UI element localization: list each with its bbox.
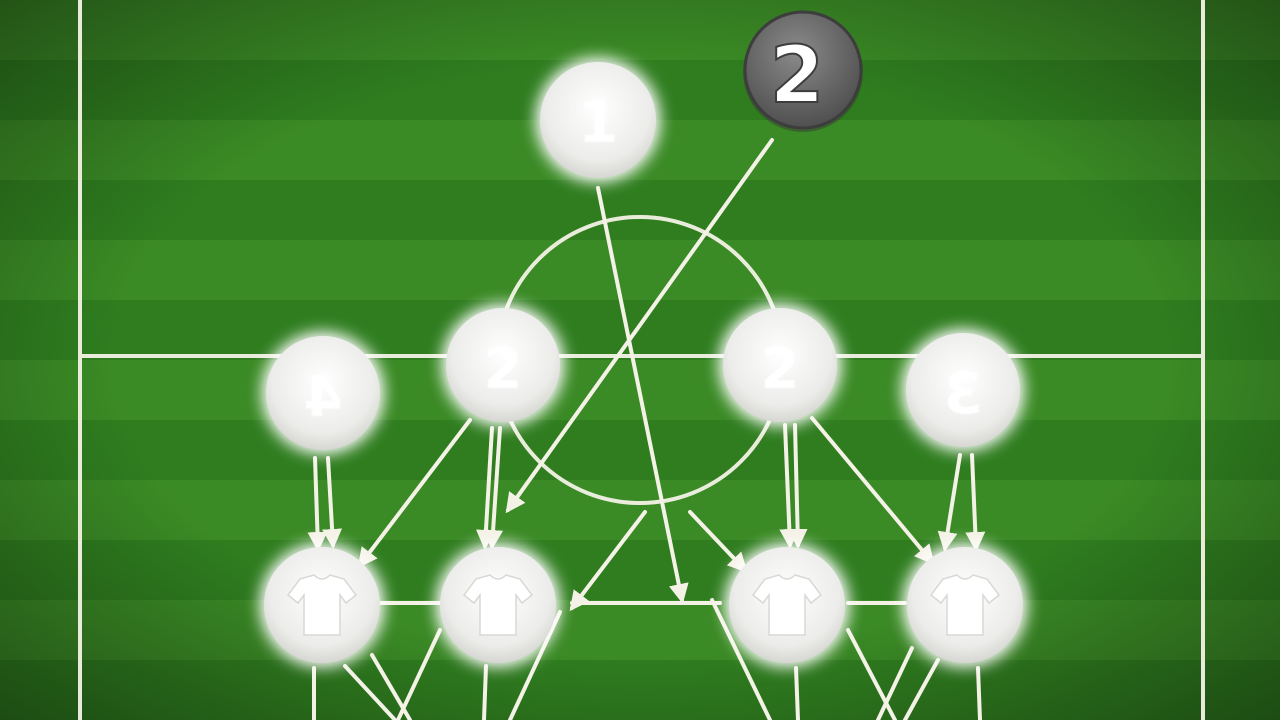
arrow-4-to-j1 [307,456,328,552]
arrow-j3-down-b [794,666,800,720]
arrow-j2-down-b [482,664,488,720]
player-node-3 [906,333,1020,447]
arrow-2b-to-j3 [779,423,800,549]
arrow-1-down [596,186,689,604]
arrow-3-to-j4 [937,453,962,552]
player-node-4-label: 4 [304,365,343,430]
arrow-j1-down [343,664,397,720]
shirt-icon [286,574,358,636]
arrow-2a-to-j1 [357,418,472,569]
arrow-j2-down [396,628,442,720]
arrow-2b-to-j3-b [787,423,808,549]
arrow-center-to-mid-b [688,510,748,573]
player-node-2a [446,308,560,422]
shirt-icon [462,574,534,636]
arrow-j4-down-b [876,646,914,720]
shirt-icon [751,574,823,636]
arrow-2a-to-j2 [475,426,496,550]
player-node-2a-label: 2 [484,337,523,402]
pitch-markings [78,0,1205,720]
arrow-center-to-mid [569,510,647,612]
arrow-4-to-j1-b [322,456,343,549]
substitute-badge-label: 2 [770,31,824,121]
movement-arrows [307,138,986,720]
player-node-3-label: 3 [944,362,983,427]
arrow-2a-to-j2-b [483,426,504,550]
shirt-icon [929,574,1001,636]
substitute-badge [743,10,863,132]
arrow-3-to-j4-b [965,453,986,552]
player-node-4 [266,336,380,450]
arrow-badge-to-midfield [505,138,774,514]
player-node-2b [723,308,837,422]
player-node-2b-label: 2 [761,337,800,402]
player-node-1 [540,62,656,178]
arrow-j4-down-c [903,658,940,720]
arrow-2b-to-j4 [810,416,935,566]
arrow-j3-down [710,598,772,720]
player-node-1-label: 1 [578,88,618,156]
arrow-j2-down-c [508,610,562,720]
arrow-j4-down-d [976,666,982,720]
